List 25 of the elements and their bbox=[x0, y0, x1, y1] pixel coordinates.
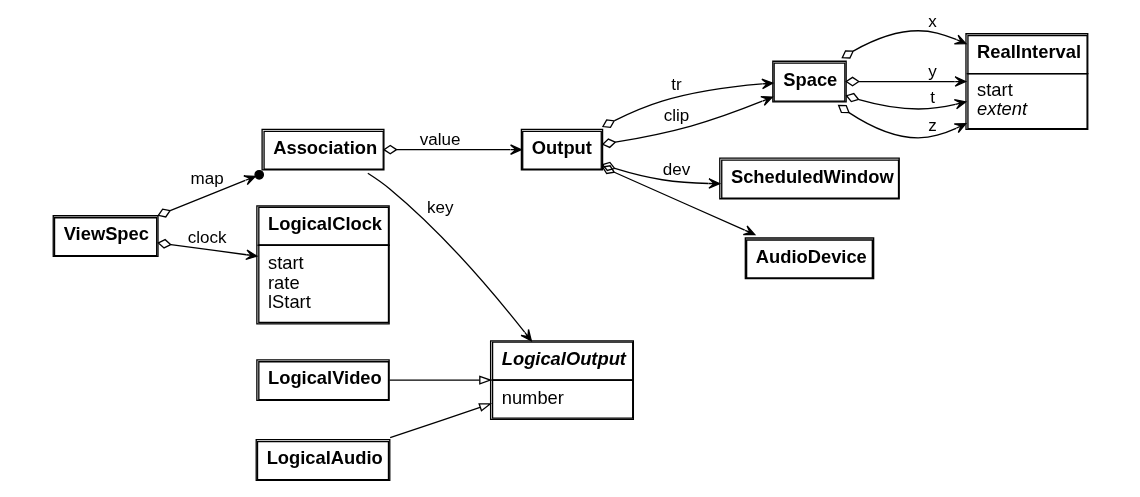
edge-label: tr bbox=[670, 74, 682, 94]
arrow bbox=[837, 104, 966, 139]
arrow bbox=[601, 96, 773, 149]
arrow bbox=[601, 78, 773, 129]
arrow bbox=[388, 375, 492, 385]
arrow bbox=[366, 172, 532, 342]
edge-label: clock bbox=[187, 228, 226, 248]
edge-label: y bbox=[927, 61, 937, 81]
arrow bbox=[156, 169, 264, 218]
arrow bbox=[844, 92, 966, 110]
arrow bbox=[601, 165, 755, 236]
arrow bbox=[844, 76, 966, 87]
edge-label: t bbox=[929, 88, 935, 108]
edge-label: z bbox=[927, 115, 937, 135]
edge-label: x bbox=[927, 12, 937, 32]
arrow bbox=[840, 30, 967, 59]
edge-label: value bbox=[419, 129, 461, 149]
edge-label: dev bbox=[662, 160, 690, 180]
edge-label: map bbox=[190, 169, 224, 189]
edge-label: key bbox=[426, 198, 453, 218]
arrow bbox=[389, 403, 492, 439]
arrow bbox=[156, 238, 257, 261]
arrow bbox=[382, 144, 522, 155]
arrow bbox=[601, 161, 720, 189]
edge-label: clip bbox=[663, 106, 689, 126]
